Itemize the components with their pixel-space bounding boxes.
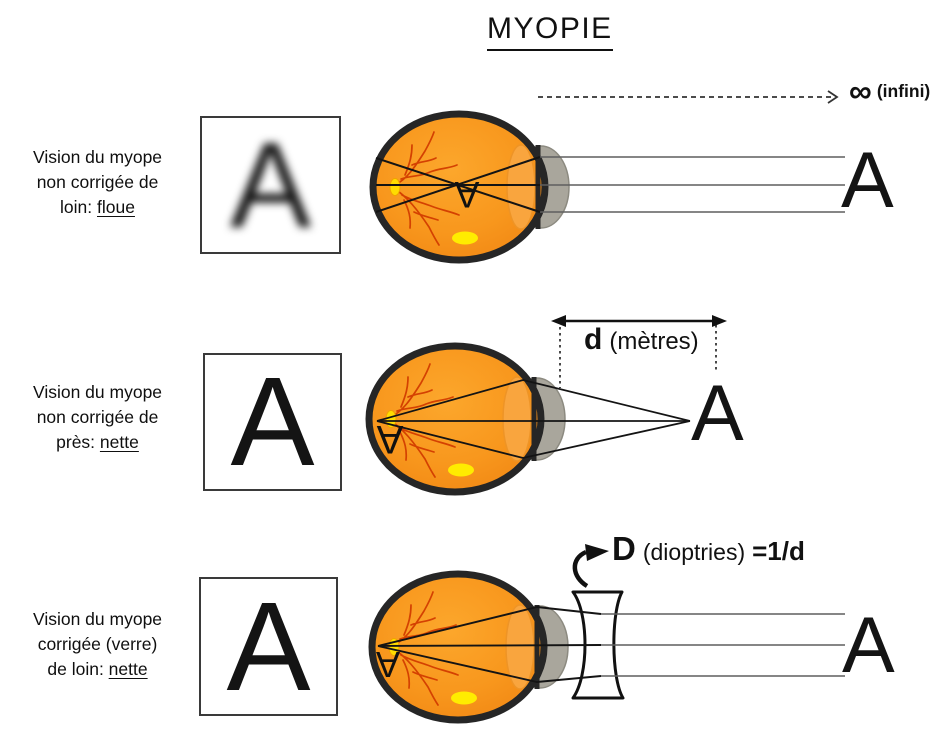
- row2-label-line2: non corrigée de: [36, 407, 159, 427]
- infinity-label: (infini): [876, 81, 931, 102]
- row2-rays: A: [376, 315, 727, 461]
- row1-blurry-letter: A: [229, 117, 312, 253]
- row1-target-letter: A: [841, 135, 894, 224]
- distance-annotation: d (mètres): [584, 325, 699, 356]
- row3-retina-letter: A: [376, 644, 400, 685]
- row1-rays: A: [375, 90, 845, 215]
- row2-label-line1: Vision du myope: [32, 382, 163, 402]
- eye-row3: [372, 574, 568, 720]
- infinity-annotation: ∞ (infini): [849, 73, 931, 109]
- diopter-symbol: D: [612, 530, 636, 567]
- row1-focal-letter: A: [454, 174, 479, 215]
- distance-arrowhead-left-icon: [551, 315, 566, 327]
- row2-label-line3: près:: [56, 432, 100, 452]
- row2-perceived-box: A: [203, 353, 342, 491]
- row3-sharp-letter: A: [226, 575, 311, 717]
- row3-perceived-box: A: [199, 577, 338, 716]
- row3-target-letter: A: [842, 600, 895, 689]
- diopter-annotation: D (dioptries) =1/d: [612, 532, 805, 567]
- distance-unit-label: (mètres): [609, 328, 699, 355]
- row2-label-keyword: nette: [99, 432, 139, 452]
- row1-label-line2: non corrigée de: [36, 172, 159, 192]
- distance-arrowhead-right-icon: [712, 315, 727, 327]
- row1-label-keyword: floue: [97, 197, 135, 217]
- row2-label: Vision du myope non corrigée de près: ne…: [5, 380, 190, 455]
- row3-label-keyword: nette: [108, 659, 148, 679]
- row2-target-letter: A: [691, 368, 744, 457]
- page-title: MYOPIE: [487, 12, 613, 51]
- infinity-symbol-icon: ∞: [849, 73, 872, 109]
- diopter-unit-label: (dioptries): [642, 539, 746, 565]
- row3-label-line2: corrigée (verre): [37, 634, 158, 654]
- row3-label: Vision du myope corrigée (verre) de loin…: [5, 607, 190, 682]
- row1-label-line3: loin:: [60, 197, 97, 217]
- row3-label-line1: Vision du myope: [32, 609, 163, 629]
- row3-rays: A: [376, 544, 845, 700]
- row1-label-line1: Vision du myope: [32, 147, 163, 167]
- row2-sharp-letter: A: [230, 351, 315, 492]
- curved-arrow-icon: [572, 549, 589, 588]
- infinity-arrowhead-icon: [827, 90, 839, 104]
- row2-retina-letter: A: [376, 417, 403, 461]
- row1-perceived-box: A: [200, 116, 341, 254]
- distance-symbol: d: [584, 323, 603, 356]
- curved-arrowhead-icon: [585, 544, 609, 561]
- diopter-formula: =1/d: [752, 536, 805, 566]
- row1-label: Vision du myope non corrigée de loin: fl…: [5, 145, 190, 220]
- row3-label-line3: de loin:: [47, 659, 109, 679]
